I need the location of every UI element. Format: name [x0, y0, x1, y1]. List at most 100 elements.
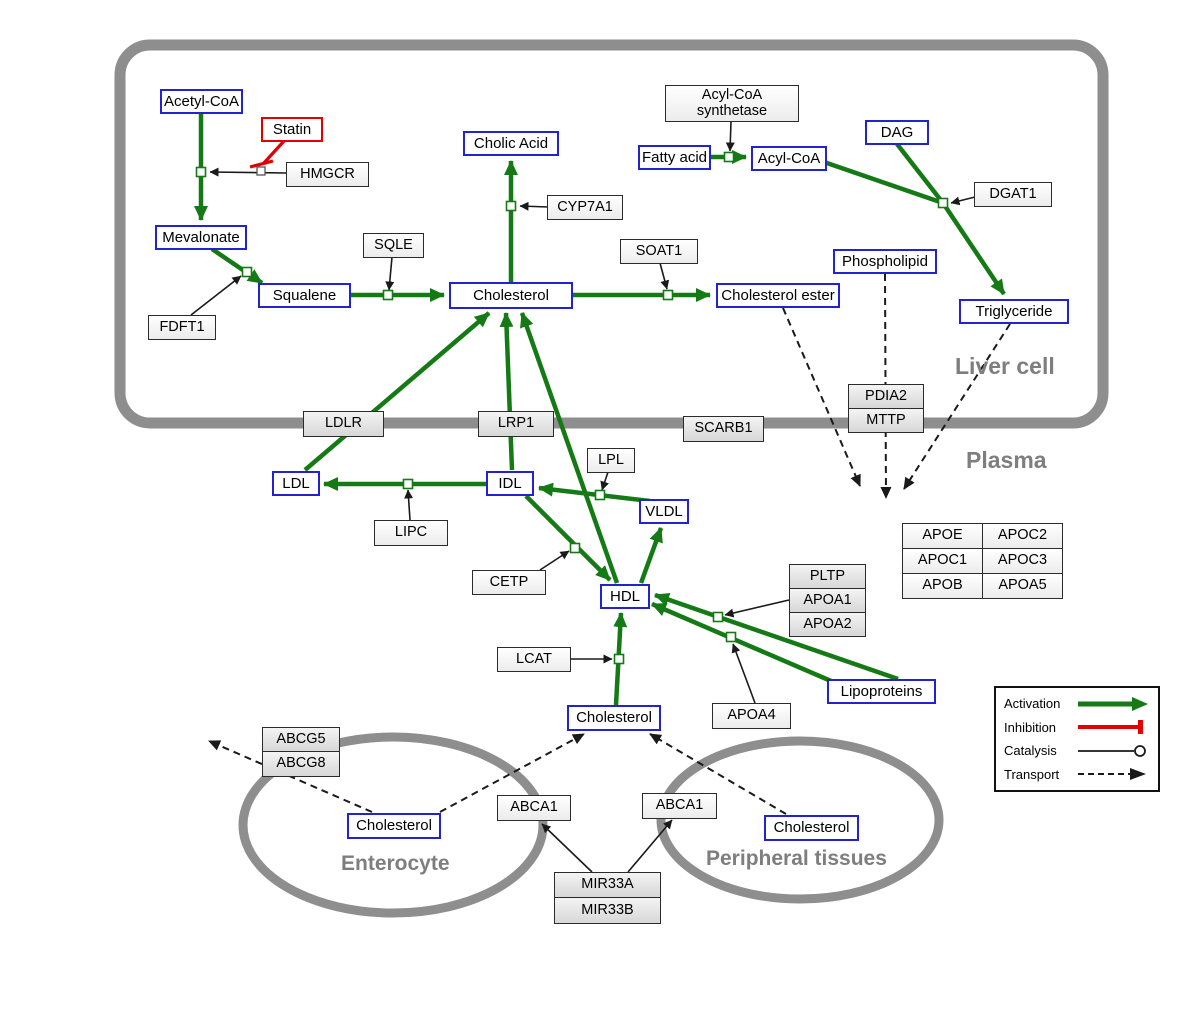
node-ldlr[interactable]: LDLR: [303, 411, 384, 437]
statin-hmgcr-junction-square: [256, 166, 266, 176]
edge-pltp-apoa-catalysis: [724, 599, 790, 618]
node-apoc2[interactable]: APOC2: [982, 523, 1063, 549]
node-lpl[interactable]: LPL: [587, 448, 635, 473]
node-abca1-enterocyte[interactable]: ABCA1: [497, 795, 571, 821]
node-sqle[interactable]: SQLE: [363, 233, 424, 258]
edge-hdl-vldl: [638, 527, 664, 584]
node-dag[interactable]: DAG: [865, 120, 929, 145]
node-idl[interactable]: IDL: [486, 471, 534, 496]
node-cetp[interactable]: CETP: [472, 570, 546, 595]
node-pdia2[interactable]: PDIA2: [848, 384, 924, 409]
anchor-lpl: [594, 489, 606, 501]
node-acyl-coa-synthetase[interactable]: Acyl-CoA synthetase: [665, 85, 799, 122]
legend-inhibition-label: Inhibition: [1004, 719, 1057, 735]
anchor-sqle: [382, 289, 394, 301]
plasma-label: Plasma: [966, 447, 1047, 473]
edge-lipoproteins-hdl-upper: [654, 592, 899, 682]
edge-lipc-catalysis: [404, 489, 414, 521]
edge-idl-hdl-via-cetp: [524, 494, 612, 582]
anchor-hmgcr: [195, 166, 207, 178]
node-apob[interactable]: APOB: [902, 573, 983, 599]
node-fdft1[interactable]: FDFT1: [148, 315, 216, 340]
peripheral-tissues-label: Peripheral tissues: [706, 847, 887, 870]
edge-mir33-abca1-peripheral: [627, 819, 673, 873]
statin-inhibition-tbar: [249, 159, 274, 169]
node-apoc3[interactable]: APOC3: [982, 548, 1063, 574]
node-abcg5[interactable]: ABCG5: [262, 727, 340, 752]
node-hmgcr[interactable]: HMGCR: [286, 162, 369, 187]
node-cyp7a1[interactable]: CYP7A1: [547, 195, 623, 220]
node-lrp1[interactable]: LRP1: [478, 411, 554, 437]
edge-enterocyte-cholesterol-transport: [439, 733, 585, 813]
edge-peripheral-cholesterol-transport: [649, 733, 787, 815]
node-dgat1[interactable]: DGAT1: [974, 182, 1052, 207]
edge-sqle-catalysis: [385, 256, 395, 291]
node-abca1-peripheral[interactable]: ABCA1: [642, 793, 717, 819]
inhibition-tbar-icon: [1078, 720, 1143, 735]
node-cholesterol-enterocyte[interactable]: Cholesterol: [347, 813, 441, 839]
node-triglyceride[interactable]: Triglyceride: [959, 299, 1069, 324]
edge-acylcoa-dgat1-junction: [823, 159, 944, 206]
catalysis-circle-icon: [1078, 744, 1146, 757]
edge-cetp-catalysis: [539, 550, 570, 571]
edge-triglyceride-plasma-transport: [903, 323, 1011, 490]
node-apoa1[interactable]: APOA1: [789, 588, 866, 613]
node-lipc[interactable]: LIPC: [374, 520, 448, 546]
node-acyl-coa-metab[interactable]: Acyl-CoA: [751, 146, 827, 171]
edge-vldl-idl: [538, 482, 651, 504]
edge-cholesterolester-plasma-transport: [782, 307, 861, 487]
acyl-coa-synthetase-line1: Acyl-CoA: [701, 87, 763, 104]
edge-fdft1-catalysis: [190, 275, 242, 316]
node-lcat[interactable]: LCAT: [497, 647, 571, 672]
anchor-soat1: [662, 289, 674, 301]
node-cholesterol-ester[interactable]: Cholesterol ester: [716, 283, 840, 308]
edge-mevalonate-squalene: [210, 247, 264, 285]
enterocyte-label: Enterocyte: [341, 852, 450, 875]
legend-transport-label: Transport: [1004, 766, 1060, 782]
activation-arrow-icon: [1078, 696, 1148, 711]
node-mttp[interactable]: MTTP: [848, 408, 924, 433]
edge-lipoproteins-hdl-lower: [651, 601, 839, 687]
node-apoa4[interactable]: APOA4: [712, 703, 791, 729]
node-cholesterol-peripheral[interactable]: Cholesterol: [764, 815, 859, 841]
node-scarb1[interactable]: SCARB1: [683, 416, 764, 442]
node-ldl[interactable]: LDL: [272, 471, 320, 496]
node-statin[interactable]: Statin: [261, 117, 323, 142]
node-vldl[interactable]: VLDL: [639, 499, 689, 524]
node-pltp[interactable]: PLTP: [789, 564, 866, 589]
edge-lpl-catalysis: [600, 471, 609, 491]
edge-hmgcr-catalysis: [209, 167, 287, 177]
node-acetyl-coa[interactable]: Acetyl-CoA: [160, 89, 243, 114]
anchor-lipc: [402, 478, 414, 490]
node-cholesterol-plasma[interactable]: Cholesterol: [567, 705, 661, 731]
legend-row-transport: Transport: [1004, 766, 1150, 782]
node-mir33b[interactable]: MIR33B: [554, 897, 661, 924]
anchor-lcat: [613, 653, 625, 665]
edge-junction-triglyceride: [941, 201, 1006, 296]
legend-row-activation: Activation: [1004, 696, 1150, 712]
node-apoe[interactable]: APOE: [902, 523, 983, 549]
anchor-fdft1: [241, 266, 253, 278]
legend-catalysis-label: Catalysis: [1004, 743, 1057, 759]
edge-soat1-catalysis: [659, 262, 670, 290]
node-apoc1[interactable]: APOC1: [902, 548, 983, 574]
edge-idl-cholesterol-via-lrp1: [499, 312, 515, 471]
node-cholic-acid[interactable]: Cholic Acid: [463, 131, 559, 156]
peripheral-tissues-membrane: [656, 736, 944, 904]
anchor-apoa4: [725, 631, 737, 643]
edge-dgat1-catalysis: [950, 196, 976, 206]
node-apoa2[interactable]: APOA2: [789, 612, 866, 637]
node-apoa5[interactable]: APOA5: [982, 573, 1063, 599]
liver-cell-membrane: [114, 39, 1109, 429]
node-cholesterol-liver[interactable]: Cholesterol: [449, 282, 573, 309]
node-phospholipid[interactable]: Phospholipid: [833, 249, 937, 274]
node-abcg8[interactable]: ABCG8: [262, 751, 340, 777]
node-lipoproteins[interactable]: Lipoproteins: [827, 679, 936, 704]
node-mir33a[interactable]: MIR33A: [554, 872, 661, 898]
node-fatty-acid[interactable]: Fatty acid: [638, 145, 711, 170]
node-squalene[interactable]: Squalene: [258, 283, 351, 308]
node-soat1[interactable]: SOAT1: [620, 239, 698, 264]
node-hdl[interactable]: HDL: [600, 584, 650, 609]
node-mevalonate[interactable]: Mevalonate: [155, 225, 247, 250]
